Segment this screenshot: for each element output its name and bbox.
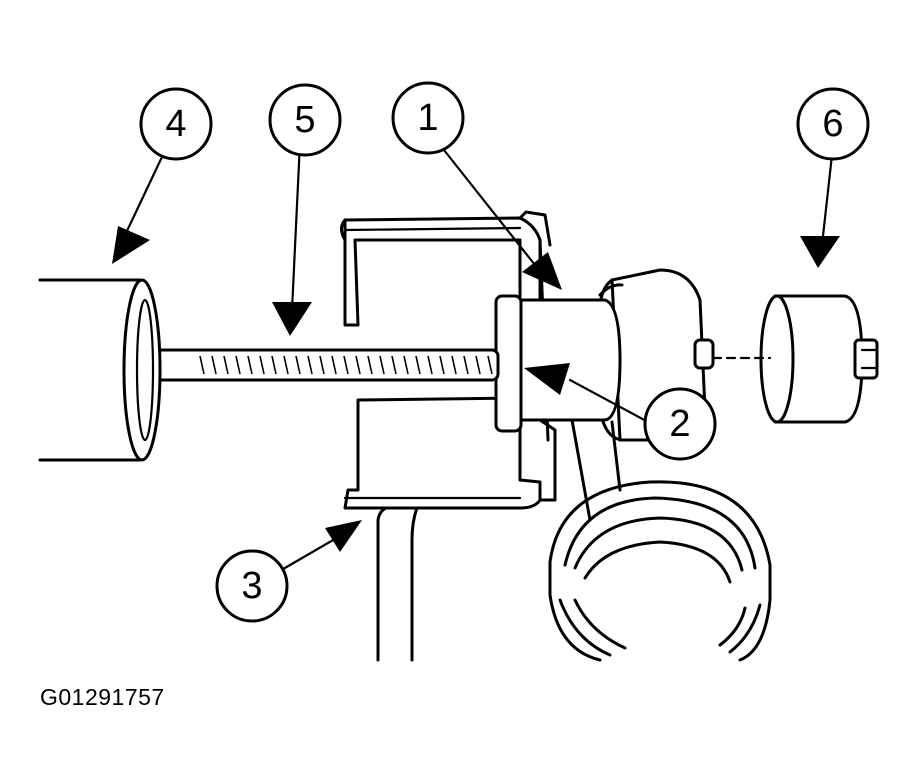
thread-line [427,355,433,375]
thread-line [223,355,229,375]
thread-line [199,355,205,375]
thread-line [259,355,265,375]
coil-spring [548,480,772,662]
thread-line [391,355,397,375]
figure-id: G01291757 [40,684,165,710]
frame-bracket [376,503,420,662]
thread-line [487,355,493,375]
callout-5-label: 5 [294,99,315,141]
thread-line [403,355,409,375]
callout-2: 2 [643,387,717,461]
callout-2-label: 2 [669,403,690,445]
thread-line [235,355,241,375]
control-arm [570,418,622,522]
callout-1-label: 1 [417,97,438,139]
thread-line [463,355,469,375]
thread-line [271,355,277,375]
callout-3: 3 [215,549,289,623]
bushing [711,294,879,424]
arrow-3 [325,520,362,552]
arrow-6 [800,236,840,268]
thread-line [379,355,385,375]
thread-line [367,355,373,375]
arrow-4 [112,226,150,264]
callout-6: 6 [796,87,870,161]
thread-line [295,355,301,375]
washer-plate [494,294,523,433]
thread-line [247,355,253,375]
thread-line [355,355,361,375]
receiver-tube [38,278,162,462]
arrow-5 [272,302,312,336]
thread-line [475,355,481,375]
thread-line [319,355,325,375]
threaded-rod [136,348,500,382]
thread-line [439,355,445,375]
arrow-2 [524,363,570,395]
callout-1: 1 [391,81,465,155]
callout-4-label: 4 [165,103,186,145]
leader-lines [112,138,840,574]
callout-5: 5 [268,83,342,157]
thread-line [343,355,349,375]
thread-line [211,355,217,375]
callout-3-label: 3 [241,565,262,607]
callout-4: 4 [139,87,213,161]
thread-line [331,355,337,375]
thread-line [451,355,457,375]
pusher-adapter [516,298,622,422]
thread-line [283,355,289,375]
callout-6-label: 6 [822,103,843,145]
thread-line [415,355,421,375]
thread-line [307,355,313,375]
arrow-1 [522,252,562,290]
